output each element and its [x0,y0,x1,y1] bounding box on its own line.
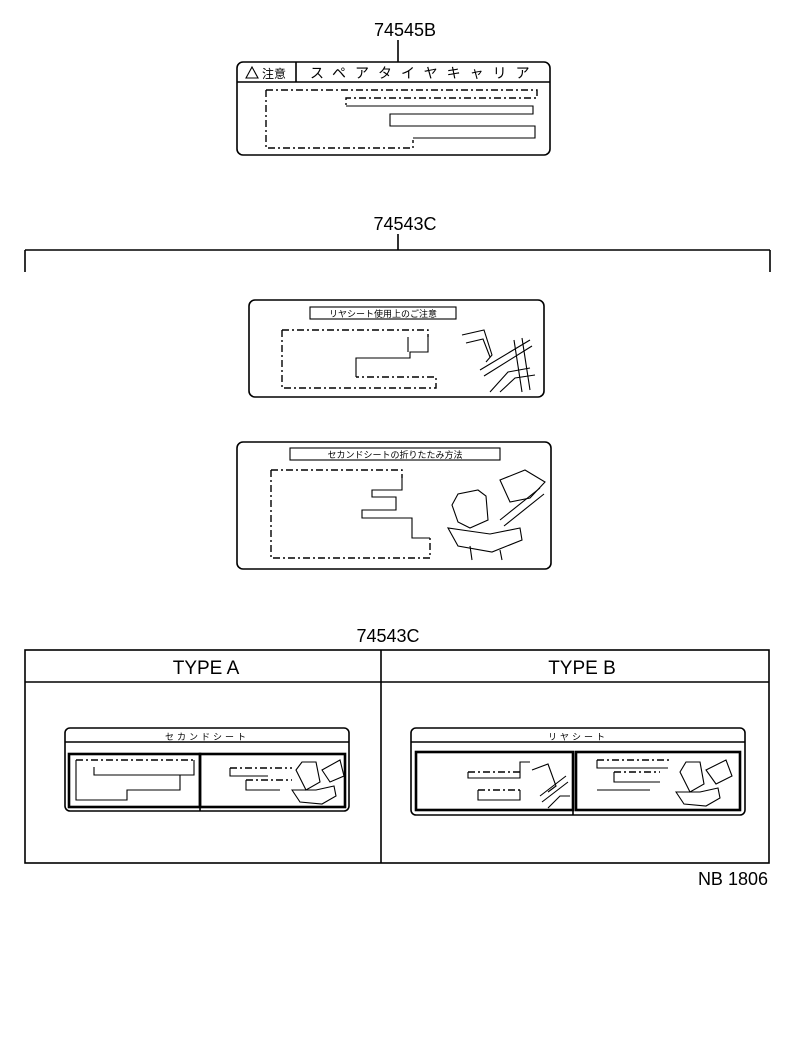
diagram-code: NB 1806 [698,869,768,889]
type-table: TYPE A TYPE B [24,649,770,864]
group-bracket [24,234,771,272]
part-number-74543c-lower: 74543C [356,626,419,646]
type-a-label: セカンドシート [64,727,350,812]
type-b-header: TYPE B [548,658,616,679]
part-number-74545b: 74545B [374,20,436,40]
rear-seat-label-title: リヤシート使用上のご注意 [329,308,437,320]
spare-caution-title: 注意 [262,66,286,81]
type-a-seat-icon [290,759,345,805]
type-b-folded-seat-icon [674,759,733,807]
type-a-label-title: セカンドシート [165,732,249,743]
part-number-74543c-upper: 74543C [373,214,436,234]
rear-seat-illustration-icon [461,329,536,393]
type-b-label: リヤシート [410,727,746,816]
type-a-header: TYPE A [173,658,240,679]
type-b-label-title: リヤシート [548,733,608,743]
warning-triangle-icon [245,65,259,79]
type-b-rear-seat-icon [531,763,570,809]
spare-label-title: スペアタイヤキャリア [310,66,539,82]
spare-tire-caution-label: 注意 スペアタイヤキャリア [236,61,551,156]
second-seat-folding-label: セカンドシートの折りたたみ方法 [236,441,552,570]
rear-seat-caution-label: リヤシート使用上のご注意 [248,299,545,398]
second-seat-label-title: セカンドシートの折りたたみ方法 [327,449,462,461]
folded-seat-illustration-icon [446,469,546,561]
